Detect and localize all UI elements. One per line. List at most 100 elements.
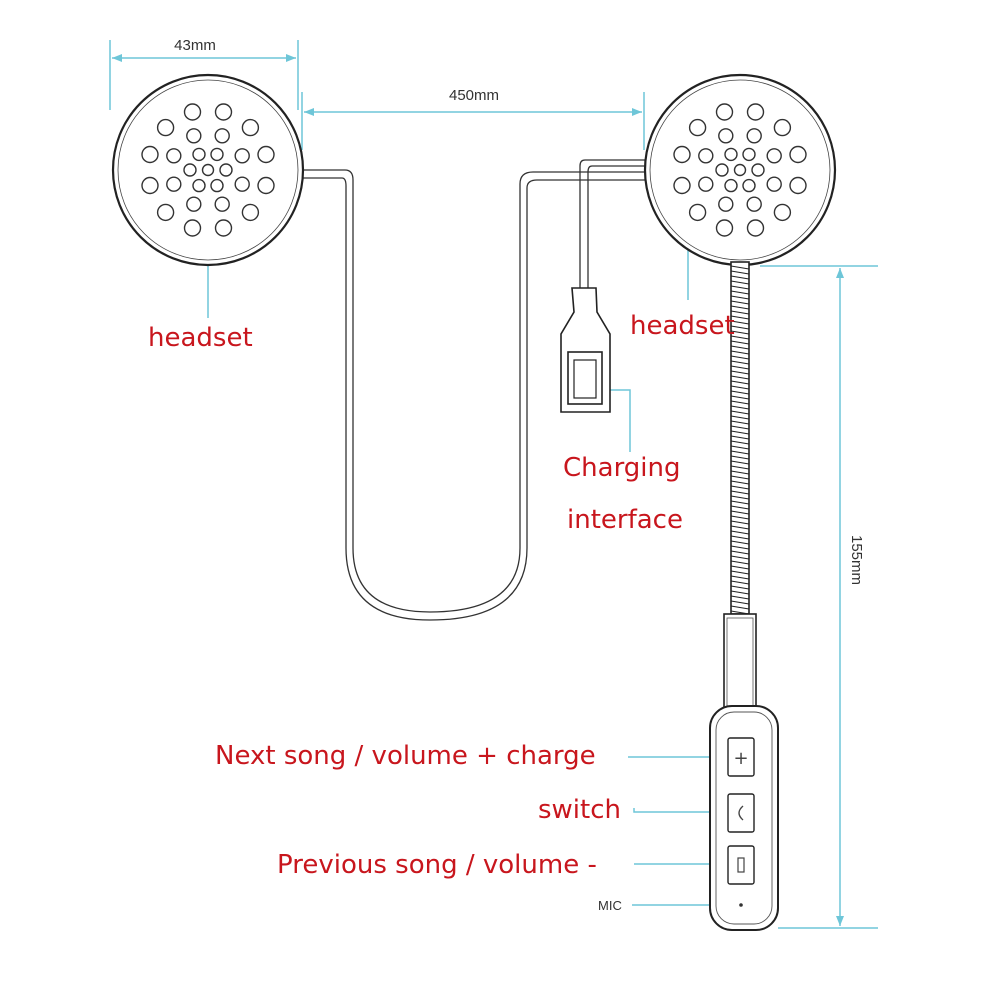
right-speaker-rim (649, 79, 831, 261)
grille-hole (241, 203, 260, 222)
control-module: + (709, 705, 779, 931)
coil-segment (730, 585, 750, 590)
grille-hole (257, 145, 275, 164)
grille-hole (773, 203, 792, 222)
coil-segment (730, 575, 750, 580)
coil-segment (730, 355, 750, 360)
connector-port-outer (567, 351, 603, 405)
grille-hole (234, 176, 250, 192)
grille-hole (210, 147, 224, 162)
coil-segment (730, 490, 750, 495)
coil-segment (730, 445, 750, 450)
main-cable-outer (300, 169, 652, 613)
grille-hole (166, 176, 182, 192)
control-module-inner (715, 711, 773, 925)
coil-segment (730, 530, 750, 535)
grille-hole (156, 203, 175, 222)
coil-segment (730, 505, 750, 510)
charging-connector (560, 287, 611, 413)
grille-hole (214, 103, 233, 121)
coil-segment (730, 370, 750, 375)
grille-hole (698, 176, 714, 192)
dim-43mm-text: 43mm (174, 37, 216, 54)
right-speaker-outer (643, 73, 837, 267)
dim-155mm-text: 155mm (848, 535, 865, 585)
coil-segment (730, 290, 750, 295)
coil-segment (730, 515, 750, 520)
charging-cable-outer (579, 159, 652, 288)
coil-segment (730, 415, 750, 420)
coil-segment (730, 555, 750, 560)
grille-hole (183, 163, 197, 177)
grille-hole (766, 148, 782, 164)
label-charging: Charging (563, 453, 681, 483)
coil-segment (730, 320, 750, 325)
coil-segment (730, 535, 750, 540)
gooseneck-boom (723, 261, 757, 711)
coil-segment (730, 350, 750, 355)
right-speaker (643, 73, 837, 267)
grille-hole (715, 163, 729, 177)
coil-segment (730, 495, 750, 500)
coil-segment (730, 510, 750, 515)
coil-segment (730, 605, 750, 610)
grille-hole (186, 196, 202, 212)
connector-body (560, 287, 611, 413)
grille-hole (186, 128, 202, 144)
coil-segment (730, 360, 750, 365)
coil-segment (730, 365, 750, 370)
label-headset-left: headset (148, 323, 253, 353)
coil-segment (730, 315, 750, 320)
coil-segment (730, 325, 750, 330)
coil-segment (730, 420, 750, 425)
grille-hole (141, 176, 159, 195)
coil-segment (730, 470, 750, 475)
coil-segment (730, 280, 750, 285)
charging-cable-inner (587, 165, 652, 288)
plus-icon: + (733, 748, 748, 769)
grille-hole (214, 196, 230, 212)
left-speaker-grille (141, 103, 275, 237)
grille-hole (724, 178, 738, 193)
minus-button[interactable] (727, 845, 755, 885)
grille-hole (201, 163, 215, 177)
callout-labels: headset headset Charging interface Next … (148, 311, 735, 880)
coil-segment (730, 560, 750, 565)
coil-segment (730, 410, 750, 415)
coil-segment (730, 480, 750, 485)
grille-hole (166, 148, 182, 164)
grille-hole (766, 176, 782, 192)
grille-hole (183, 219, 202, 237)
leader-switch (633, 808, 736, 813)
grille-hole (773, 118, 792, 137)
grille-hole (751, 163, 765, 177)
coil-segment (730, 595, 750, 600)
grille-hole (746, 219, 765, 237)
grille-hole (742, 147, 756, 162)
right-speaker-grille (673, 103, 807, 237)
grille-hole (688, 203, 707, 222)
grille-hole (673, 145, 691, 164)
coil-segment (730, 475, 750, 480)
grille-hole (746, 103, 765, 121)
label-mic: MIC (598, 898, 622, 913)
grille-hole (688, 118, 707, 137)
coil-segment (730, 450, 750, 455)
grille-hole (715, 103, 734, 121)
left-speaker-rim (117, 79, 299, 261)
grille-hole (156, 118, 175, 137)
gooseneck-coils (730, 265, 750, 615)
label-previous-song: Previous song / volume - (277, 850, 597, 880)
coil-segment (730, 275, 750, 280)
switch-button[interactable] (727, 793, 755, 833)
coil-segment (730, 310, 750, 315)
coil-segment (730, 340, 750, 345)
coil-segment (730, 400, 750, 405)
coil-segment (730, 580, 750, 585)
label-headset-right: headset (630, 311, 735, 341)
left-speaker (111, 73, 305, 267)
coil-segment (730, 305, 750, 310)
plus-button[interactable] (727, 737, 755, 777)
